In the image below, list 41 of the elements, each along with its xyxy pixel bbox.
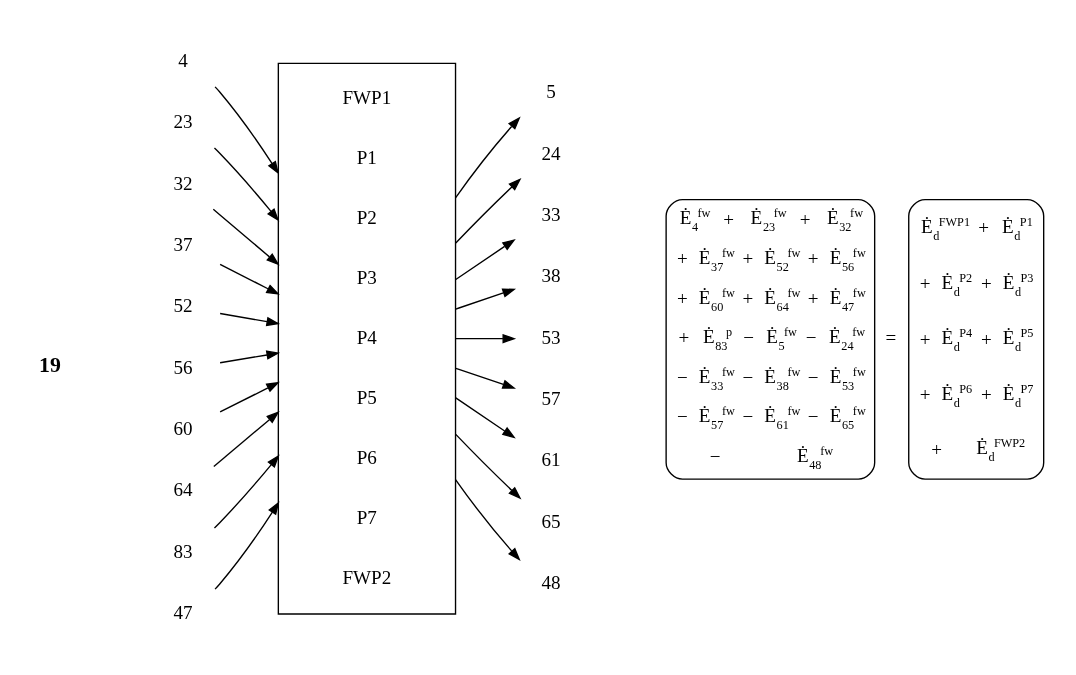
node-text: 52 xyxy=(173,294,193,316)
arrow xyxy=(455,367,517,389)
arrow xyxy=(455,333,517,343)
arrow xyxy=(213,453,280,529)
node-text: 4 xyxy=(178,49,188,71)
label: 19 xyxy=(39,352,61,377)
node-text: 60 xyxy=(173,417,193,439)
arrow xyxy=(455,288,517,310)
node-text: 47 xyxy=(173,601,193,623)
arrow xyxy=(219,263,280,295)
node-text: 32 xyxy=(173,172,193,194)
arrow xyxy=(454,478,521,561)
node-text: 83 xyxy=(173,540,193,562)
node-text: 53 xyxy=(541,326,561,348)
arrow xyxy=(219,381,280,413)
arrow xyxy=(455,396,516,438)
node-text: 64 xyxy=(173,478,193,500)
arrow xyxy=(219,312,281,326)
node-text: 65 xyxy=(541,510,561,532)
arrow xyxy=(455,238,516,280)
node-text: 48 xyxy=(541,571,561,593)
node-text: 57 xyxy=(541,387,561,409)
node-text: 5 xyxy=(546,80,556,102)
label: = xyxy=(885,326,897,348)
arrow xyxy=(214,500,280,590)
arrow xyxy=(454,115,521,198)
node-box: FWP1 P1 P2 P3 P4 P5 P6 P7 FWP2 xyxy=(277,62,457,615)
node-text: 24 xyxy=(541,142,561,164)
arrow xyxy=(455,177,522,244)
node-text: 61 xyxy=(541,448,561,470)
node-text: 33 xyxy=(541,203,561,225)
arrow xyxy=(214,85,280,175)
arrow xyxy=(219,349,281,363)
arrow xyxy=(212,208,280,266)
arrow xyxy=(455,433,522,499)
node-text: 23 xyxy=(173,110,193,132)
arrow xyxy=(213,410,280,467)
node-text: 37 xyxy=(173,233,193,255)
arrow xyxy=(213,146,280,222)
node-text: 38 xyxy=(541,264,561,286)
node-text: 56 xyxy=(173,356,193,378)
